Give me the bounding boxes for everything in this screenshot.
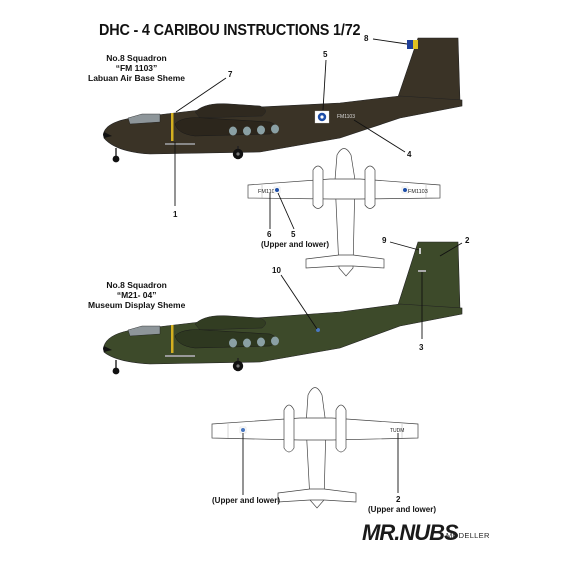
callout-3: 3 [419,343,424,352]
callout-5-top: 5 [323,50,328,59]
scheme-2-name: Museum Display Sheme [88,300,186,310]
upper-lower-note-3: (Upper and lower) [368,505,437,514]
scheme-1-name: Labuan Air Base Sheme [88,73,185,83]
stripe-marking-1 [171,113,174,141]
callout-7: 7 [228,70,233,79]
callout-9: 9 [382,236,387,245]
aircraft-2-top-view: TUDM [211,387,419,509]
fuselage-serial-1: FM1103 [337,114,355,120]
callout-2-top: 2 [465,236,470,245]
scheme-2-squadron: No.8 Squadron [106,280,167,290]
leader-lines [174,38,463,495]
brand-logo: MR.NUBS [362,520,459,545]
aircraft-1-top-view: FM1103 FM1103 [247,148,441,277]
upper-lower-note-1: (Upper and lower) [261,240,330,249]
page-title: DHC - 4 CARIBOU INSTRUCTIONS 1/72 [99,22,361,39]
callout-8: 8 [364,34,369,43]
scheme-label-2: No.8 Squadron “M21- 04” Museum Display S… [88,280,185,310]
stripe-marking-2 [171,325,174,353]
aircraft-1-side-view: FM1103 [103,37,463,163]
brand-subtitle: MODELLER [446,531,490,540]
upper-lower-note-2: (Upper and lower) [212,496,281,505]
scheme-1-squadron: No.8 Squadron [106,53,167,63]
callout-10: 10 [272,266,281,275]
callout-4: 4 [407,150,412,159]
callout-2-bottom: 2 [396,495,401,504]
scheme-1-serial: “FM 1103” [115,63,158,73]
callout-5-second: 5 [291,230,296,239]
fin-flag-1 [407,40,418,49]
wing-serial-right: FM1103 [408,189,428,195]
callout-1: 1 [173,210,178,219]
wing-serial-left: FM1103 [258,189,278,195]
scheme-2-serial: “M21- 04” [116,290,157,300]
scheme-label-1: No.8 Squadron “FM 1103” Labuan Air Base … [88,53,185,83]
aircraft-2-side-view [103,241,463,375]
wing-serial-2: TUDM [390,428,404,434]
callout-6: 6 [267,230,272,239]
